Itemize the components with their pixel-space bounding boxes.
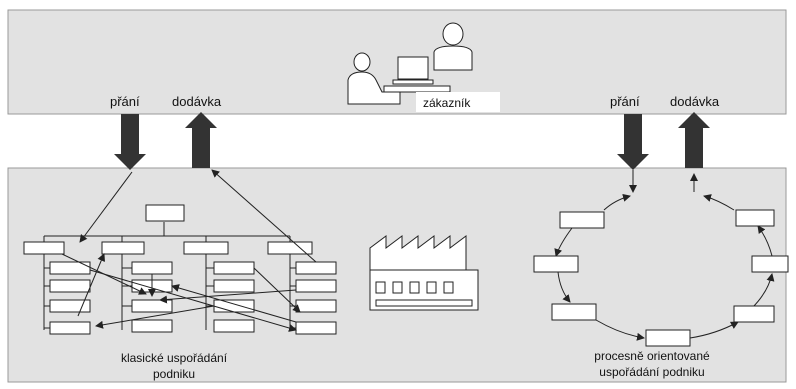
org-box (24, 242, 64, 254)
delivery-arrow-right (678, 112, 710, 168)
label-delivery-left: dodávka (172, 94, 222, 109)
org-box (132, 300, 172, 312)
process-box (752, 256, 788, 272)
org-box (132, 320, 172, 332)
label-customer: zákazník (423, 96, 471, 110)
org-box (102, 242, 144, 254)
process-box (646, 330, 690, 346)
org-box (184, 242, 228, 254)
process-box (560, 212, 604, 228)
org-box (296, 262, 336, 274)
org-box (132, 262, 172, 274)
delivery-arrow-left (185, 112, 217, 168)
org-box (214, 262, 254, 274)
org-box (296, 322, 336, 334)
org-box (214, 280, 254, 292)
caption-process-line1: procesně orientované (594, 349, 710, 363)
process-box (534, 256, 578, 272)
process-box (736, 210, 774, 226)
request-arrow-left (114, 114, 146, 170)
label-request-left: přání (110, 94, 140, 109)
org-box (214, 300, 254, 312)
caption-classic-line1: klasické uspořádání (121, 351, 228, 365)
factory-icon (370, 236, 478, 310)
org-box (296, 280, 336, 292)
request-arrow-right (617, 114, 649, 170)
org-box-top (146, 205, 184, 221)
label-request-right: přání (610, 94, 640, 109)
label-delivery-right: dodávka (670, 94, 720, 109)
org-box (214, 320, 254, 332)
caption-classic-line2: podniku (153, 367, 195, 381)
org-box (50, 322, 90, 334)
org-box (50, 262, 90, 274)
org-box (50, 280, 90, 292)
org-box (296, 300, 336, 312)
process-box (734, 306, 774, 322)
caption-process-line2: uspořádání podniku (599, 365, 704, 379)
process-box (552, 304, 596, 320)
